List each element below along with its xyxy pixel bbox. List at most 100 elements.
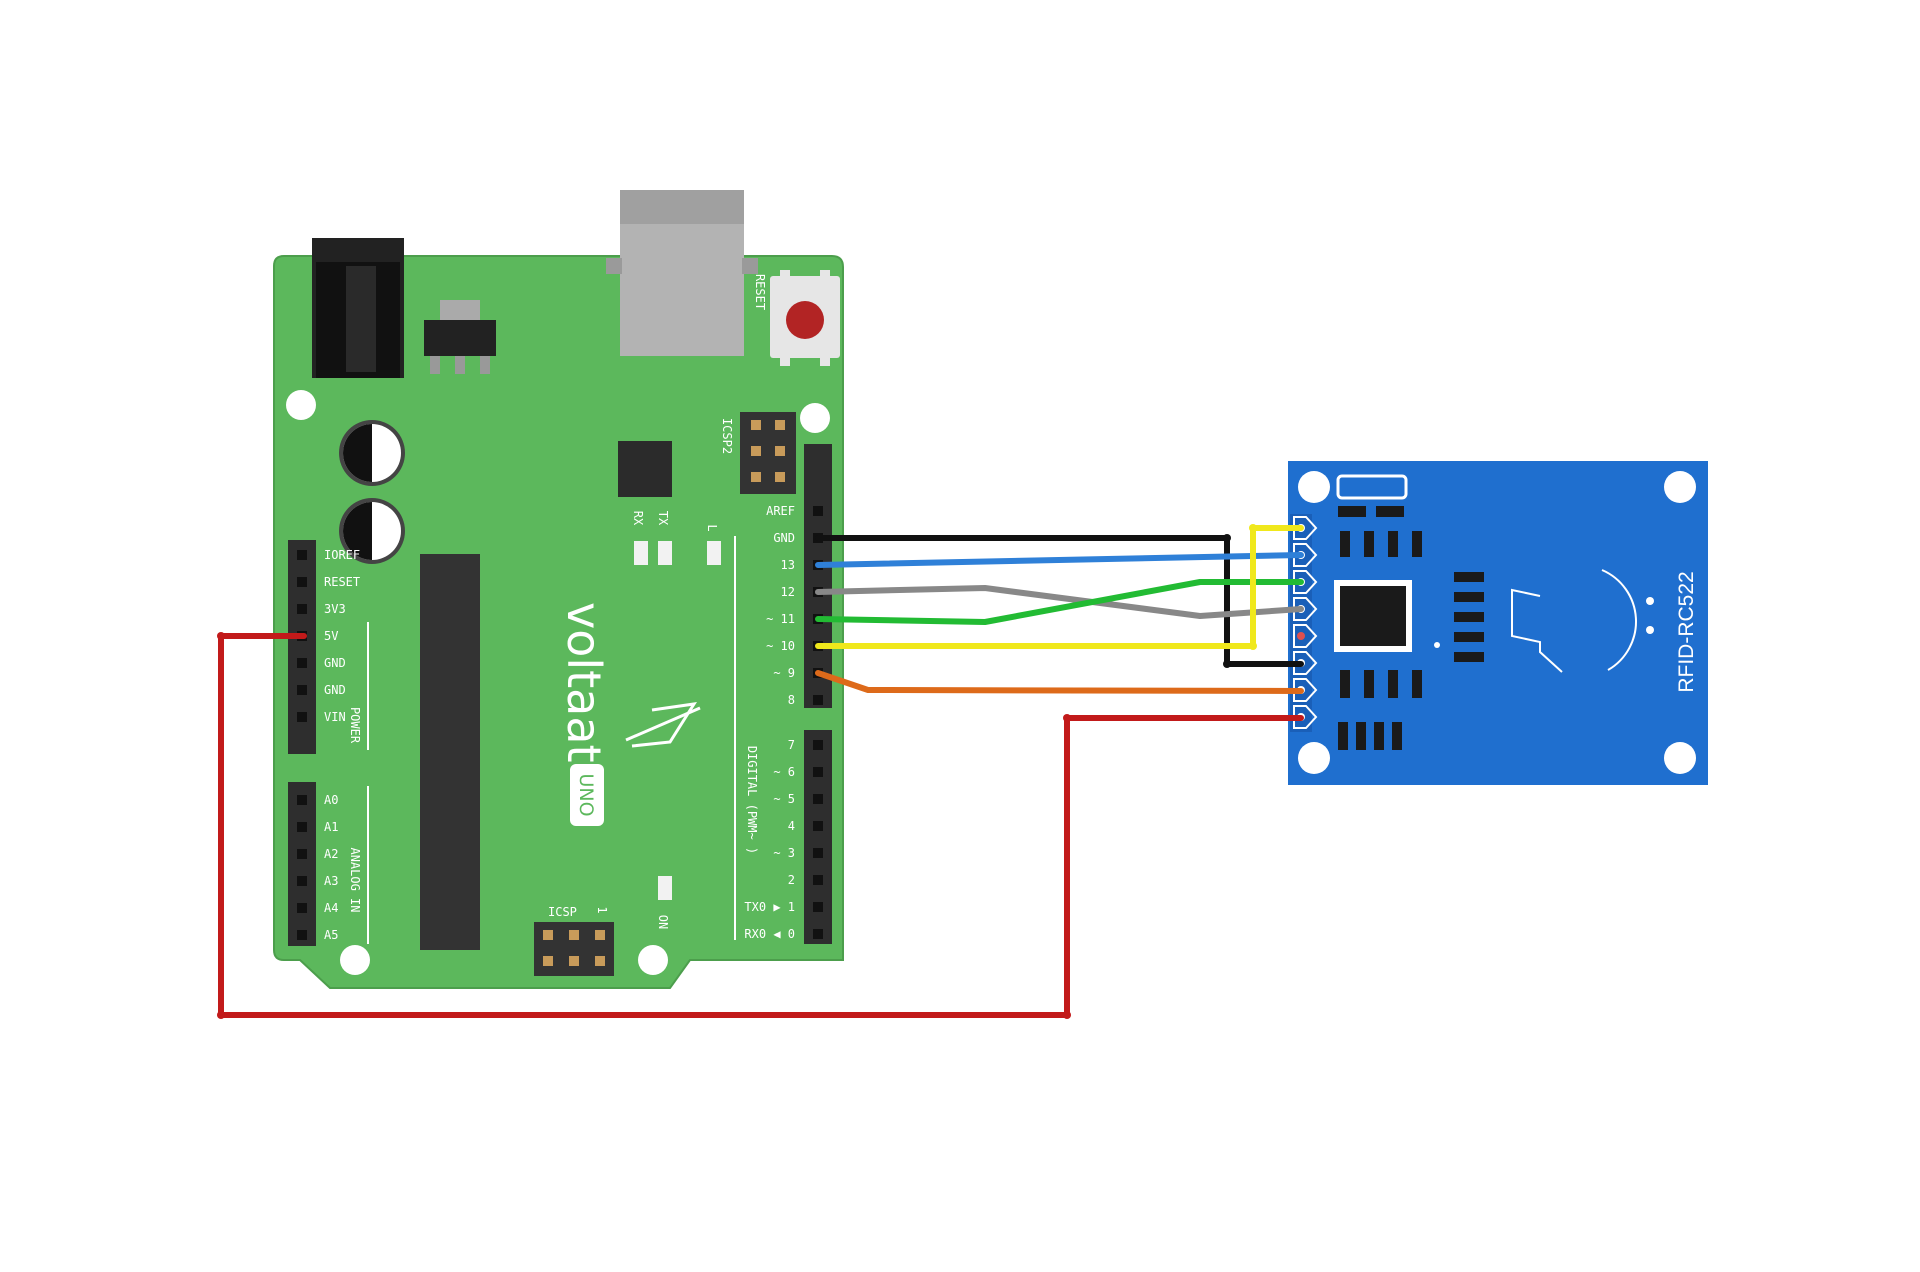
mounting-hole [1664,742,1696,774]
header-pin[interactable] [813,875,823,885]
rfid-pin[interactable] [1297,632,1305,640]
pin-label: ~ 5 [773,792,795,806]
pin-label: 13 [781,558,795,572]
pin-label: 2 [788,873,795,887]
header-pin[interactable] [297,550,307,560]
rfid-pin-pad [1293,570,1318,594]
icsp2-header [740,412,796,494]
pin-label: IOREF [324,548,360,562]
pin-label: A2 [324,847,338,861]
pin-label: ~ 6 [773,765,795,779]
reset-button-icon[interactable] [770,270,840,366]
pin-label: 12 [781,585,795,599]
pin-label: 5V [324,629,338,643]
header-pin[interactable] [813,740,823,750]
barrel-jack-icon [312,238,404,378]
arduino-board: RESET ICSP2 [273,190,844,989]
mounting-hole [800,403,830,433]
icsp-label: ICSP [548,905,577,919]
pin-label: A1 [324,820,338,834]
mounting-hole [1298,471,1330,503]
header-pin[interactable] [297,604,307,614]
pin-label: A3 [324,874,338,888]
header-pin[interactable] [297,685,307,695]
rfid-pin-pad [1293,597,1318,621]
tx-label: TX [656,511,670,526]
voltaat-logo-icon [625,702,701,748]
icsp-pin-one-label: 1 [595,906,609,913]
pin-label: 4 [788,819,795,833]
pin-label: ~ 9 [773,666,795,680]
on-label: ON [656,915,670,929]
dot [1646,597,1654,605]
pin-label: RESET [324,575,360,589]
rx-label: RX [631,511,645,526]
rst-wire [815,670,1304,694]
gnd-wire [815,535,1304,667]
mounting-hole [638,945,668,975]
dot [1434,642,1440,648]
capacitor-icon [339,498,405,564]
pin-label: GND [324,656,346,670]
brand-name: voltaat [557,602,611,763]
wire-end-nodes [217,524,1257,1019]
header-pin[interactable] [813,821,823,831]
pin-label: A4 [324,901,338,915]
wires [218,525,1304,1018]
l-label: L [705,524,719,531]
icsp-header [534,922,614,976]
microcontroller-chip [420,554,480,950]
pin-label: TX0 ▶ 1 [744,900,795,914]
pin-label: ~ 3 [773,846,795,860]
header-pin[interactable] [813,767,823,777]
rfid-pin-pad [1293,543,1318,567]
pin-label: A5 [324,928,338,942]
rfid-header-strip [1290,514,1312,732]
reset-label: RESET [753,274,767,310]
icsp2-label: ICSP2 [720,418,734,454]
header-pin[interactable] [297,876,307,886]
arduino-pcb [273,255,844,989]
header-pin[interactable] [297,822,307,832]
pin-label: AREF [766,504,795,518]
header-pin[interactable] [297,577,307,587]
header-pin[interactable] [297,849,307,859]
digital-group-label: DIGITAL (PWM~ ) [745,746,759,854]
rfid-pin-pad [1293,651,1318,675]
pin-label: GND [324,683,346,697]
smd-components [1338,506,1484,750]
usb-b-connector-icon [606,190,758,356]
model-badge [570,764,604,826]
dot [1646,626,1654,634]
digital-top-header [804,444,832,708]
pin-label: ~ 11 [766,612,795,626]
header-pin[interactable] [813,929,823,939]
rfid-pin-pad [1293,705,1318,729]
capacitor-icon [339,420,405,486]
header-pin[interactable] [297,658,307,668]
header-pin[interactable] [813,902,823,912]
sda-wire [815,525,1304,649]
header-pin[interactable] [813,794,823,804]
model-label: UNO [575,773,597,816]
mounting-hole [1298,742,1330,774]
rfid-pin-pad [1293,624,1318,648]
analog-header [288,782,316,946]
chip-icon [1334,580,1412,652]
rfid-pin-pad [1293,516,1318,540]
rfid-module: RFID-RC522 [1288,461,1708,785]
header-pin[interactable] [297,712,307,722]
mounting-hole [340,945,370,975]
header-pin[interactable] [297,930,307,940]
header-pin[interactable] [297,795,307,805]
chip-icon [618,441,672,497]
rfid-pin-pad [1293,678,1318,702]
header-pin[interactable] [813,695,823,705]
rfid-label: RFID-RC522 [1675,571,1698,692]
tx-led [658,541,672,565]
header-pin[interactable] [813,506,823,516]
header-pin[interactable] [297,903,307,913]
header-pin[interactable] [813,848,823,858]
analog-group-label: ANALOG IN [348,847,362,912]
